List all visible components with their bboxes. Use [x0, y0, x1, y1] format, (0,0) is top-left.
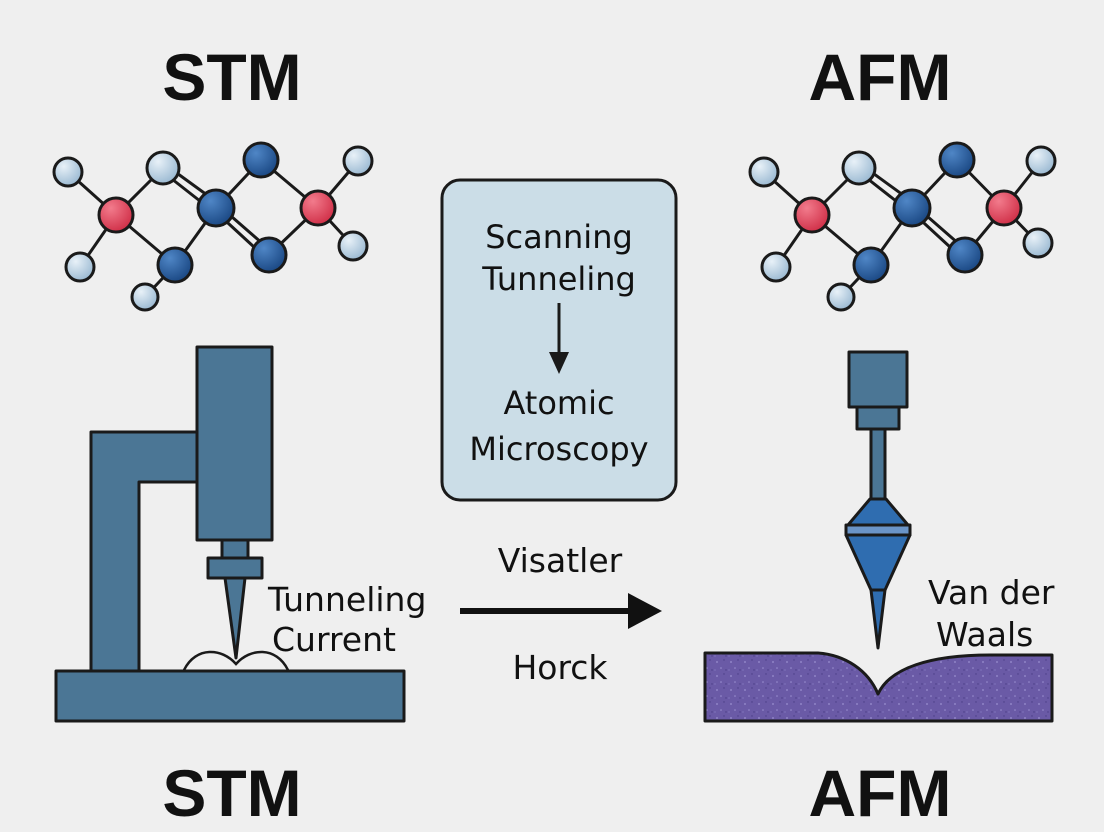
stm-surface-profile — [182, 650, 290, 671]
stm-title-bottom: STM — [162, 756, 301, 830]
atom-red — [97, 196, 135, 234]
arrow-label-below: Horck — [512, 648, 608, 687]
atom-blue — [852, 246, 890, 284]
atom-blue — [196, 188, 236, 228]
arrow-head — [628, 593, 662, 629]
afm-sample — [703, 651, 1054, 723]
afm-title-bottom: AFM — [809, 756, 952, 830]
stm-collar — [220, 538, 250, 560]
stm-instrument — [54, 345, 406, 723]
atom-light — [841, 150, 877, 186]
atom-blue — [250, 236, 288, 274]
center-box-down-arrow — [549, 303, 569, 374]
atom-light — [337, 230, 369, 262]
atom-red — [793, 196, 831, 234]
afm-label-line2: Waals — [936, 615, 1033, 654]
afm-probe-shaft — [869, 427, 887, 501]
afm-probe-cone-upper — [846, 497, 910, 527]
atom-light — [760, 251, 792, 283]
stm-label-line2: Current — [272, 620, 396, 659]
atom-light — [1025, 145, 1057, 177]
atom-light — [52, 156, 84, 188]
afm-probe-cone-lower — [844, 533, 912, 592]
center-box-line1: Scanning — [485, 218, 633, 256]
stm-tip — [223, 576, 247, 660]
center-box-line2: Tunneling — [481, 260, 636, 298]
comparison-arrow: Visatler Horck — [460, 541, 662, 687]
atom-light — [145, 150, 181, 186]
stm-label-line1: Tunneling — [267, 580, 426, 619]
center-box-line3: Atomic — [503, 384, 614, 422]
afm-panel: AFM — [703, 40, 1057, 830]
atom-light — [342, 145, 374, 177]
stm-frame — [89, 430, 199, 673]
afm-probe-tip — [869, 588, 887, 650]
atom-blue — [156, 246, 194, 284]
atom-light — [826, 282, 856, 312]
afm-probe — [844, 350, 912, 650]
center-box: Scanning Tunneling Atomic Microscopy — [440, 178, 678, 502]
center-box-line4: Microscopy — [469, 430, 648, 468]
afm-probe-collar — [855, 405, 901, 431]
afm-label-line1: Van der — [928, 573, 1055, 612]
atom-blue — [892, 188, 932, 228]
stm-title-top: STM — [162, 40, 301, 114]
afm-probe-head — [847, 350, 909, 409]
stm-base — [54, 669, 406, 723]
atom-red — [985, 189, 1023, 227]
atom-light — [748, 156, 780, 188]
stm-scanner-column — [195, 345, 274, 542]
atom-red — [299, 189, 337, 227]
atom-light — [64, 251, 96, 283]
atom-blue — [946, 236, 984, 274]
atom-light — [130, 282, 160, 312]
stm-molecule — [52, 141, 374, 312]
afm-molecule — [748, 141, 1057, 312]
afm-title-top: AFM — [809, 40, 952, 114]
arrow-label-above: Visatler — [498, 541, 623, 580]
atom-blue — [242, 141, 280, 179]
stm-panel: STM — [52, 40, 426, 830]
atom-light — [1022, 227, 1054, 259]
atom-blue — [938, 141, 976, 179]
stm-clamp — [206, 556, 264, 580]
